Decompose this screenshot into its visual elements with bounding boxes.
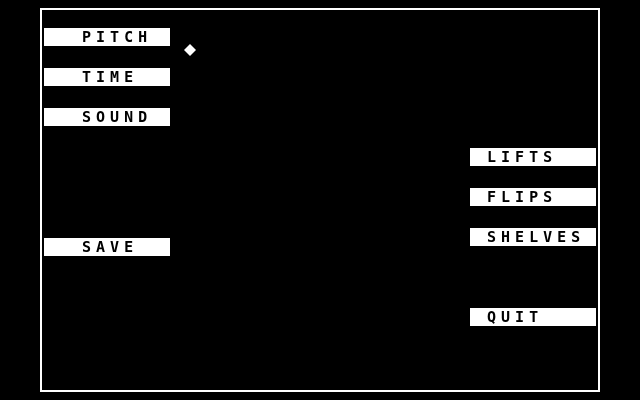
save-button[interactable]: SAVE [44,238,170,256]
pitch-button[interactable]: PITCH [44,28,170,46]
shelves-button[interactable]: SHELVES [470,228,596,246]
quit-button[interactable]: QUIT [470,308,596,326]
flips-button[interactable]: FLIPS [470,188,596,206]
sound-button[interactable]: SOUND [44,108,170,126]
diamond-pointer-icon [184,44,196,56]
time-button[interactable]: TIME [44,68,170,86]
playfield-frame [40,8,600,392]
lifts-button[interactable]: LIFTS [470,148,596,166]
